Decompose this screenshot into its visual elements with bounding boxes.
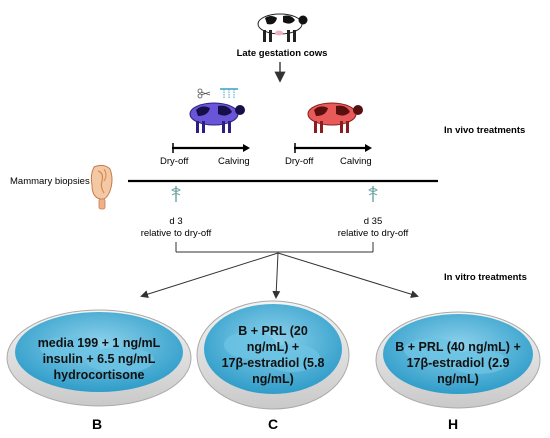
dish-b-line2: insulin + 6.5 ng/mL [42, 352, 156, 366]
cow-icon-red [307, 102, 363, 133]
dish-h-line1: B + PRL (40 ng/mL) + [395, 340, 521, 354]
timeline-right-start: Dry-off [285, 156, 314, 167]
sampling-left-note: relative to dry-off [140, 228, 212, 239]
dish-c-text: B + PRL (20 ng/mL) + 17β-estradiol (5.8 … [198, 323, 348, 387]
dish-h-line3: ng/mL) [437, 372, 479, 386]
arrow-to-dish-c [272, 252, 281, 299]
cow-icon-blue [189, 102, 245, 133]
timeline-left-start: Dry-off [160, 156, 189, 167]
timeline-left [172, 143, 250, 153]
sampling-left: d 3 relative to dry-off [126, 216, 226, 240]
dish-b-letter: B [92, 416, 103, 432]
dish-b-line1: media 199 + 1 ng/mL [37, 336, 161, 350]
in-vitro-label: In vitro treatments [444, 272, 527, 283]
dish-b-line3: hydrocortisone [53, 368, 145, 382]
in-vivo-label: In vivo treatments [444, 125, 526, 136]
dish-h-letter: H [448, 416, 459, 432]
arrow-to-dish-h [277, 252, 419, 299]
dish-h-text: B + PRL (40 ng/mL) + 17β-estradiol (2.9 … [380, 339, 536, 387]
sampling-right-note: relative to dry-off [337, 228, 409, 239]
dish-b-text: media 199 + 1 ng/mL insulin + 6.5 ng/mL … [14, 335, 184, 383]
petri-dish-c [196, 300, 350, 410]
cow-icon-top [257, 13, 308, 42]
dish-c-line4: ng/mL) [252, 372, 294, 386]
sampling-left-day: d 3 [169, 216, 183, 227]
biopsy-needle-icon-left [171, 186, 181, 202]
sampling-right-day: d 35 [363, 216, 383, 227]
dish-c-line3: 17β-estradiol (5.8 [221, 356, 325, 370]
sampling-right: d 35 relative to dry-off [323, 216, 423, 240]
dish-c-letter: C [268, 416, 279, 432]
dish-c-line2: ng/mL) + [246, 340, 300, 354]
biopsy-label: Mammary biopsies [10, 176, 90, 187]
dish-h-line2: 17β-estradiol (2.9 [406, 356, 510, 370]
biopsy-needle-icon-right [368, 186, 378, 202]
top-title: Late gestation cows [236, 48, 328, 59]
arrow-to-dish-b [140, 252, 279, 299]
petri-dish-h [375, 311, 541, 409]
timeline-right [294, 143, 372, 153]
scissors-icon [197, 88, 211, 99]
petri-dish-b [6, 309, 192, 407]
mammary-gland-icon [90, 164, 113, 210]
timeline-right-end: Calving [340, 156, 372, 167]
dish-c-line1: B + PRL (20 [238, 324, 308, 338]
timeline-left-end: Calving [218, 156, 250, 167]
syringe-icon [220, 88, 238, 98]
sampling-bracket [175, 242, 374, 253]
